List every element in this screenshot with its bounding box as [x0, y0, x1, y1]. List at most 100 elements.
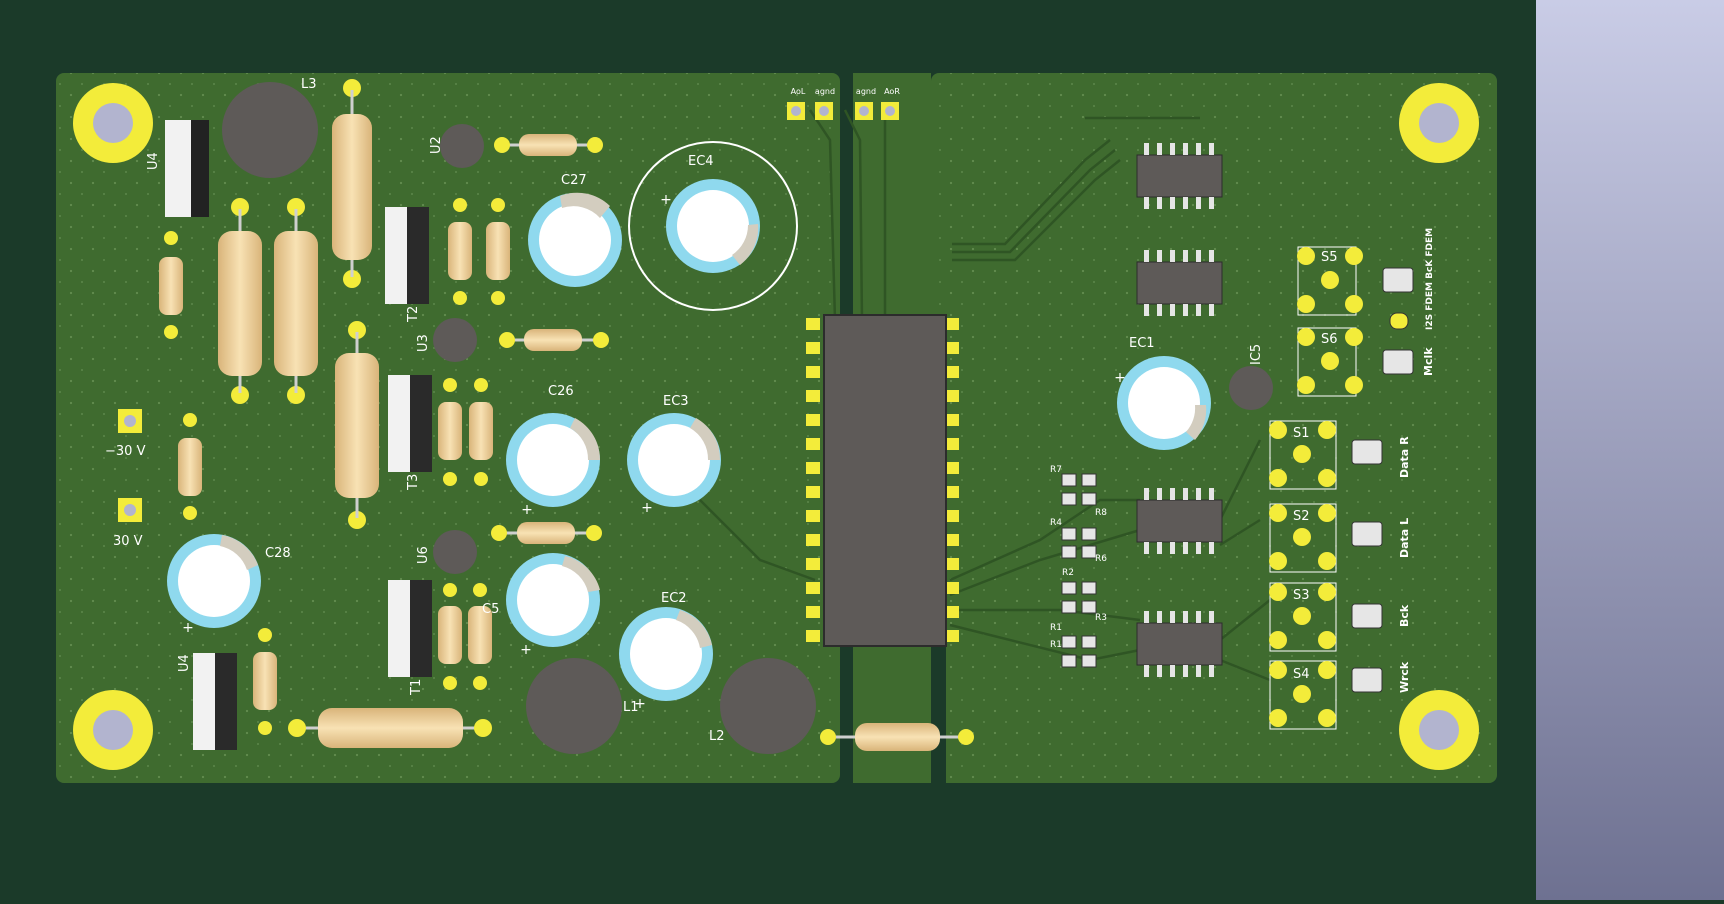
power-pad-plus30	[118, 498, 142, 522]
switch-s1	[1269, 420, 1337, 490]
label-ec1: EC1	[1129, 336, 1155, 351]
plus-icon: +	[521, 502, 533, 518]
resistor-vertical-big-1	[218, 198, 262, 404]
label-u3: U3	[416, 334, 431, 352]
inductor-l2	[720, 658, 816, 754]
mounting-hole-icon	[73, 690, 153, 770]
resistor-r-bottom-long	[288, 708, 492, 748]
label-i2s-fdem: I2S FDEM BcK FDEM	[1425, 228, 1435, 330]
resistor-small-left	[159, 231, 183, 339]
inductor-l1	[526, 658, 622, 754]
label-u4-bottom: U4	[177, 654, 192, 672]
label-minus30v: −30 V	[105, 444, 146, 459]
label-r4: R4	[1050, 518, 1062, 528]
pcb-render: AoL agnd agnd AoR	[56, 73, 1497, 785]
label-t2: T2	[406, 306, 421, 323]
transistor-t2	[385, 207, 429, 304]
label-s5: S5	[1321, 250, 1338, 265]
transistor-u2	[440, 124, 484, 168]
mounting-hole-icon	[1399, 690, 1479, 770]
label-r1-b: R1	[1050, 640, 1062, 650]
label-plus30v: 30 V	[113, 534, 143, 549]
switch-s6	[1297, 327, 1363, 397]
resistor-r-mid	[499, 329, 609, 351]
transistor-u6	[433, 530, 477, 574]
resistor-vertical-l3	[332, 79, 372, 288]
label-aor: AoR	[884, 87, 900, 96]
label-agnd-1: agnd	[815, 87, 835, 96]
label-ec2: EC2	[661, 591, 687, 606]
soic-chip-4	[1136, 611, 1223, 677]
resistor-vertical-big-2	[274, 198, 318, 404]
resistor-pair-t3	[438, 378, 493, 486]
ic-ic5	[1229, 366, 1273, 410]
label-ec3: EC3	[663, 394, 689, 409]
capacitor-ec1	[1117, 356, 1211, 450]
transistor-t1	[388, 580, 432, 677]
soic-chip-2	[1136, 250, 1223, 316]
pcb-traces	[699, 109, 1271, 682]
label-r3: R3	[1095, 613, 1107, 623]
mounting-hole-icon	[1399, 83, 1479, 163]
plus-icon: +	[520, 642, 532, 658]
label-ic5: IC5	[1249, 344, 1264, 365]
label-c26: C26	[548, 384, 574, 399]
label-l3: L3	[301, 77, 317, 92]
switch-s4	[1269, 660, 1337, 730]
soic-chip-3	[1136, 488, 1223, 554]
label-agnd-2: agnd	[856, 87, 876, 96]
regulator-u4-bottom	[193, 653, 237, 750]
capacitor-c26	[506, 413, 601, 507]
transistor-u3	[433, 318, 477, 362]
label-u4-top: U4	[146, 152, 161, 170]
label-mclk: Mclk	[1422, 347, 1435, 376]
transistor-t3	[388, 375, 432, 472]
label-data-l: Data L	[1398, 518, 1411, 558]
label-c27: C27	[561, 173, 587, 188]
resistor-small-left-3	[253, 628, 277, 735]
capacitor-c5	[506, 553, 600, 647]
plus-icon: +	[1114, 370, 1126, 386]
label-wrck: Wrck	[1398, 661, 1411, 693]
output-pads	[787, 102, 899, 120]
label-l1: L1	[623, 700, 639, 715]
resistor-small-left-2	[178, 413, 202, 520]
label-t3: T3	[406, 474, 421, 491]
resistor-pair-t1	[438, 583, 492, 690]
plus-icon: +	[182, 620, 194, 636]
viewer-side-panel	[1536, 0, 1724, 900]
resistor-r-low	[491, 522, 602, 544]
label-s6: S6	[1321, 332, 1338, 347]
label-r7: R7	[1050, 465, 1062, 475]
label-u6: U6	[416, 546, 431, 564]
led-indicators	[1351, 267, 1414, 693]
label-aol: AoL	[791, 87, 806, 96]
plus-icon: +	[641, 500, 653, 516]
label-ec4: EC4	[688, 154, 714, 169]
resistor-vertical-big-3	[335, 321, 379, 529]
label-l2: L2	[709, 729, 725, 744]
label-r2: R2	[1062, 568, 1074, 578]
switch-s5	[1297, 246, 1363, 316]
capacitor-ec3	[627, 413, 721, 507]
resistor-pair-t2	[448, 198, 510, 305]
main-ic	[806, 314, 959, 647]
capacitor-ec4	[628, 141, 798, 311]
label-bck: Bck	[1398, 604, 1411, 627]
power-pad-minus30	[118, 409, 142, 433]
smd-resistors	[1061, 473, 1097, 668]
label-c5: C5	[482, 602, 499, 617]
switch-s2	[1269, 503, 1337, 573]
label-r6: R6	[1095, 554, 1107, 564]
capacitor-c27	[528, 192, 622, 287]
soic-chip-1	[1136, 143, 1223, 209]
label-s1: S1	[1293, 426, 1310, 441]
plus-icon: +	[634, 696, 646, 712]
regulator-u4-top	[165, 120, 209, 217]
pcb-3d-viewport[interactable]: AoL agnd agnd AoR	[0, 0, 1536, 900]
label-s3: S3	[1293, 588, 1310, 603]
label-r8: R8	[1095, 508, 1107, 518]
capacitor-c28	[167, 534, 261, 628]
label-c28: C28	[265, 546, 291, 561]
plus-icon: +	[660, 192, 672, 208]
